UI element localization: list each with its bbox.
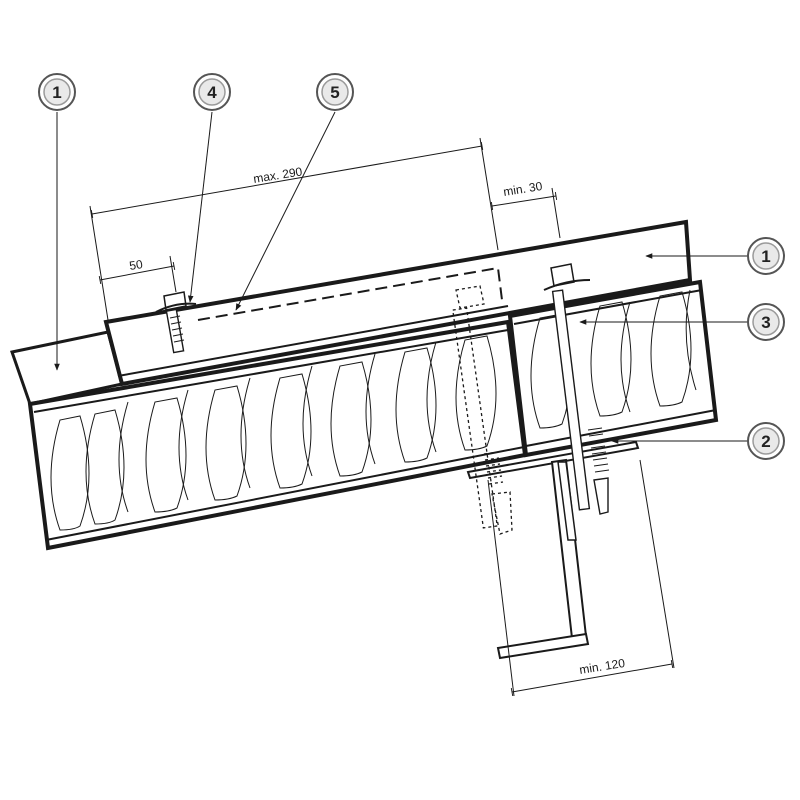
callout-1-right: 1 — [747, 237, 785, 275]
dim-label-max-290: max. 290 — [252, 164, 303, 186]
callout-4-number: 4 — [207, 83, 217, 102]
callout-5: 5 — [316, 73, 354, 111]
dimension-min-30: min. 30 — [490, 179, 561, 239]
callout-2: 2 — [747, 422, 785, 460]
phantom-fixing-screw — [452, 285, 513, 535]
panel-fixing-screw — [543, 263, 610, 515]
callout-1-left: 1 — [38, 73, 76, 111]
dimension-50: 50 — [98, 255, 177, 293]
dim-label-min-30: min. 30 — [502, 179, 543, 199]
dim-label-min-120: min. 120 — [578, 656, 626, 677]
callout-1-right-number: 1 — [761, 247, 770, 266]
callout-2-number: 2 — [761, 432, 770, 451]
dim-label-50: 50 — [128, 257, 144, 273]
callout-4: 4 — [193, 73, 231, 111]
seal-tape-line — [197, 266, 503, 321]
steel-beam-section — [466, 440, 640, 660]
callout-1-left-number: 1 — [52, 83, 61, 102]
callout-5-number: 5 — [330, 83, 339, 102]
beam-insert-plate — [557, 461, 577, 541]
callout-3-number: 3 — [761, 313, 770, 332]
overlap-sheet-band — [103, 219, 693, 387]
stitching-screw — [155, 291, 197, 354]
beam-bottom-flange — [496, 632, 590, 660]
left-insulation-pattern — [50, 335, 497, 531]
overlap-top-sheet — [103, 219, 693, 387]
callout-3: 3 — [747, 303, 785, 341]
leader-lines — [54, 111, 748, 444]
left-sandwich-panel — [10, 319, 528, 551]
